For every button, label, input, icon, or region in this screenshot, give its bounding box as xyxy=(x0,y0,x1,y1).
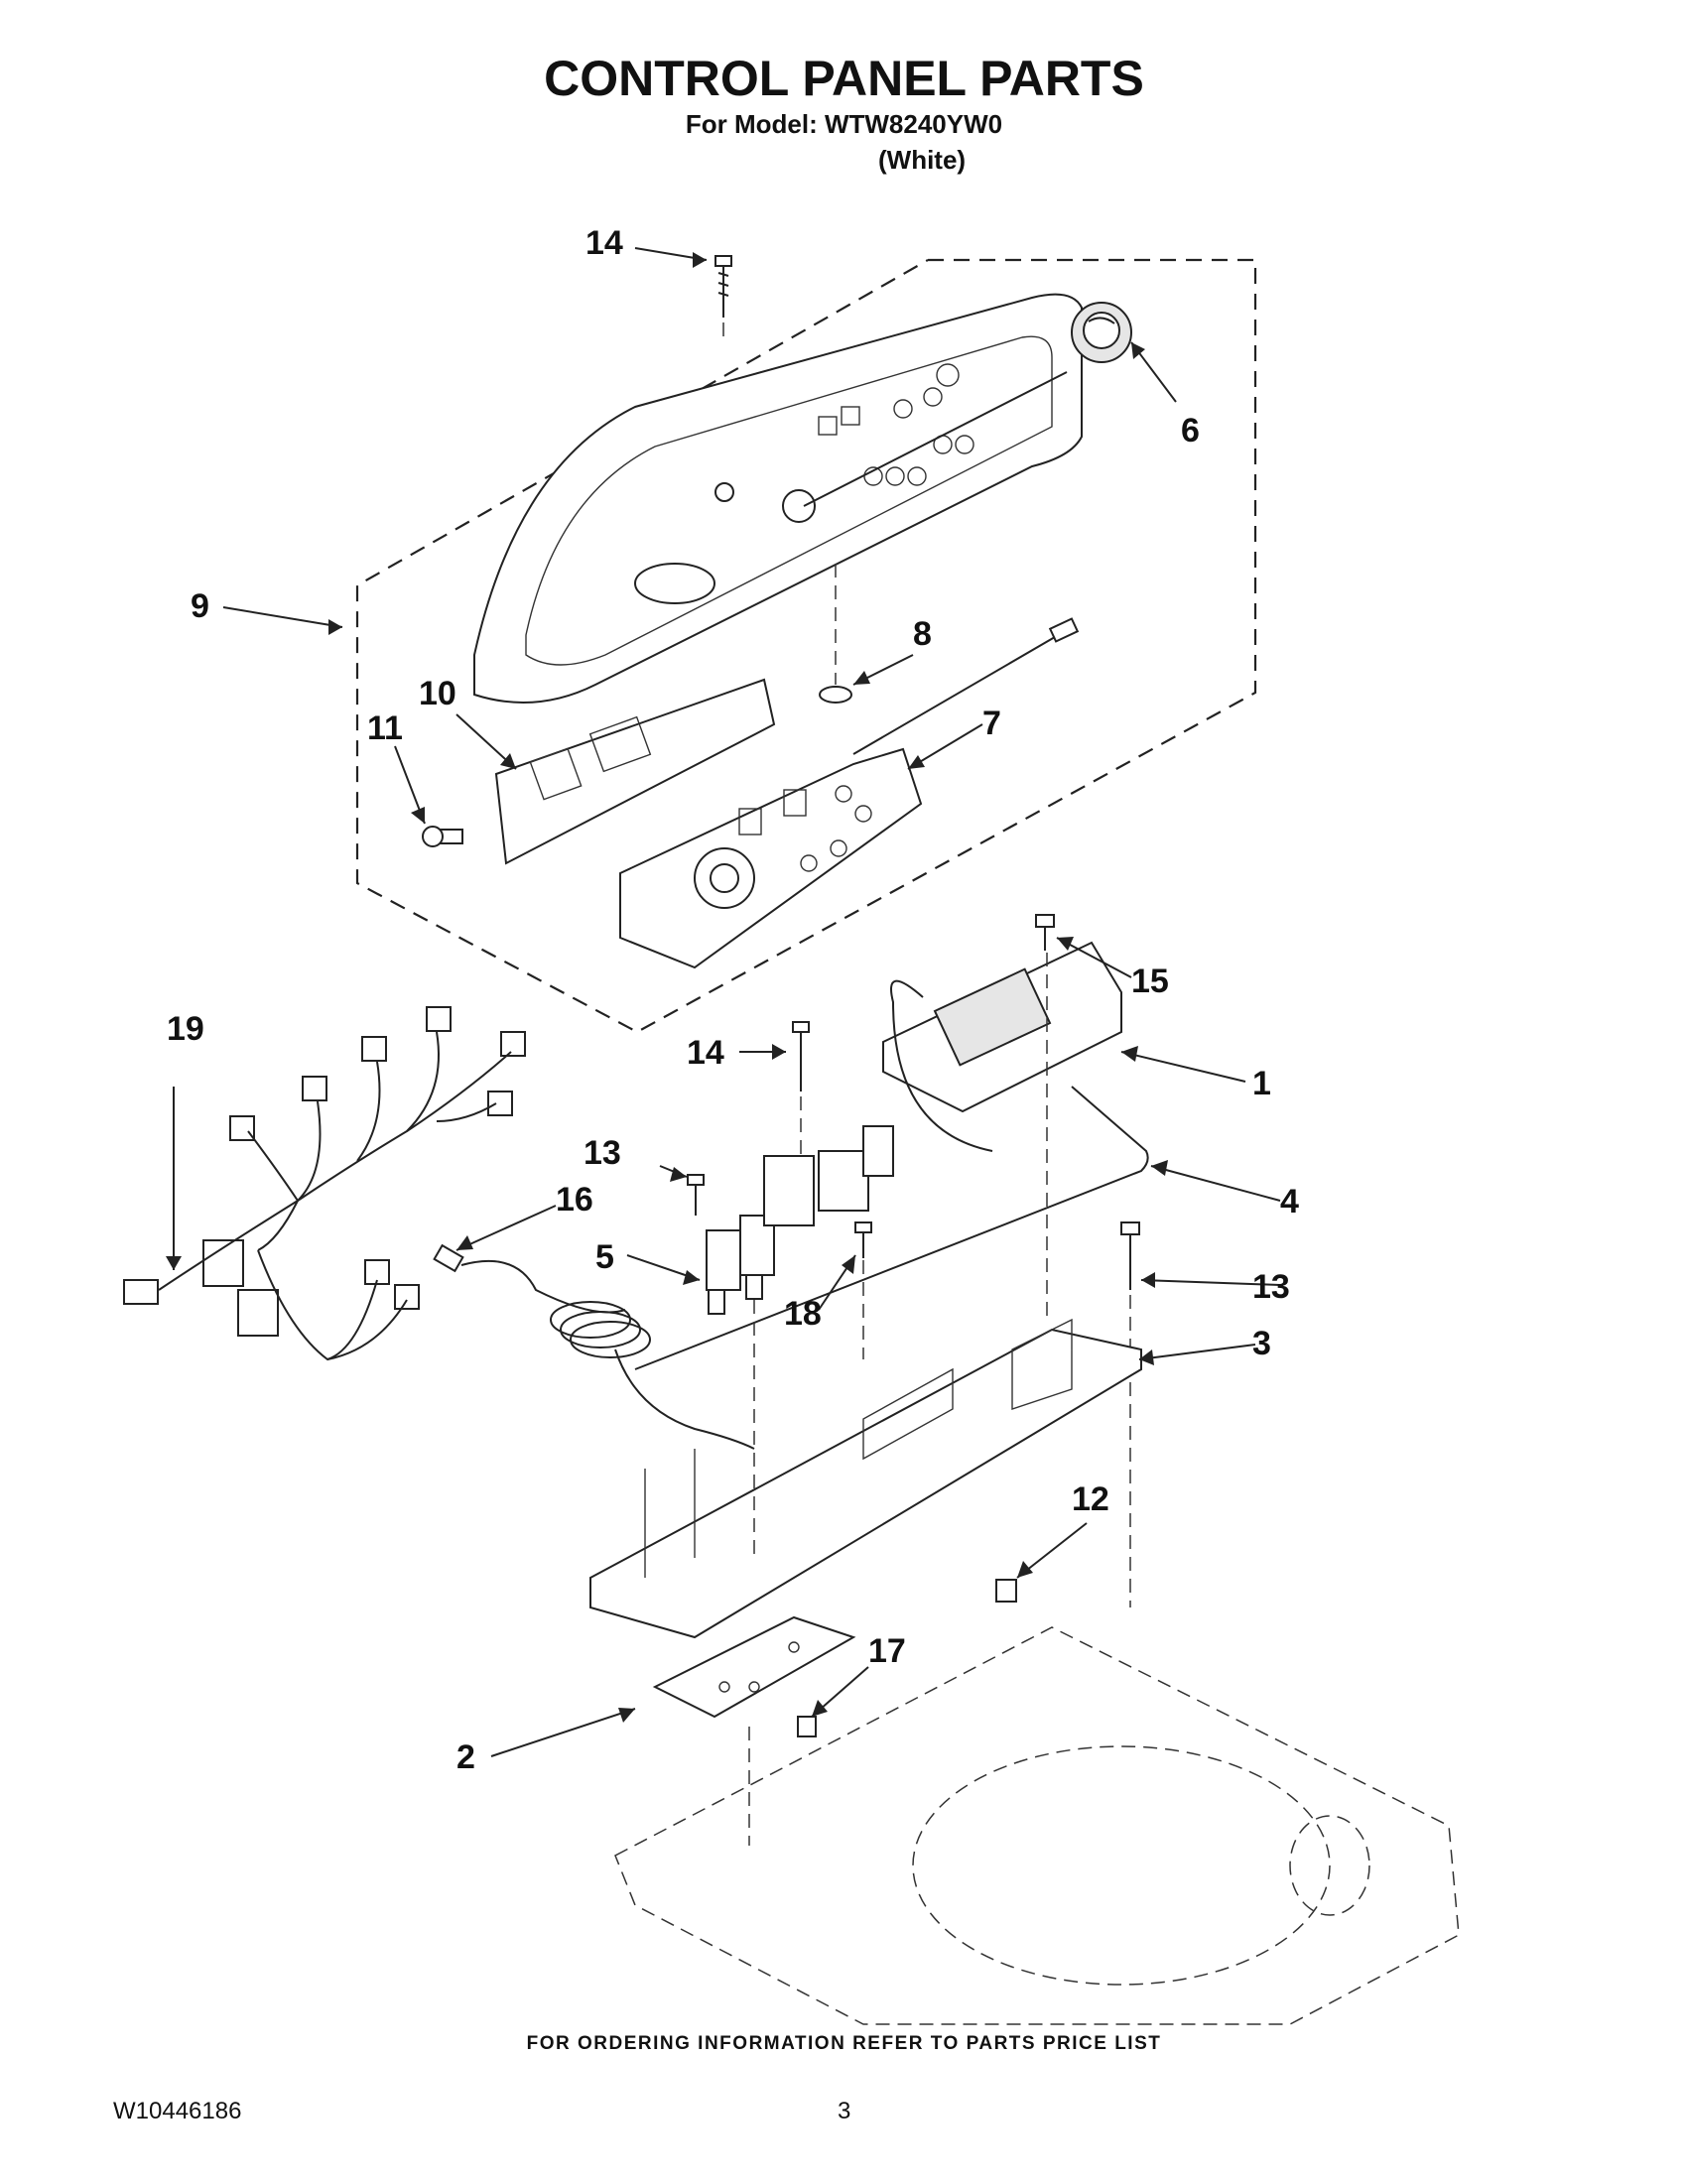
mounting-plate xyxy=(652,1615,856,1846)
callout-13-right: 13 xyxy=(1252,1268,1290,1306)
callout-10: 10 xyxy=(419,675,456,712)
pressure-hose xyxy=(433,1243,755,1450)
lens-disc xyxy=(819,564,852,704)
user-interface-board xyxy=(619,617,1080,969)
water-valve xyxy=(706,1125,894,1315)
page-number: 3 xyxy=(838,2098,851,2124)
bracket-housing xyxy=(494,678,776,865)
ground-screw xyxy=(854,1221,872,1359)
bracket-screw xyxy=(422,826,463,847)
clip-12 xyxy=(995,1579,1017,1603)
callout-18: 18 xyxy=(784,1295,822,1333)
callout-13-left: 13 xyxy=(584,1134,621,1172)
leader-lines xyxy=(166,247,1281,1757)
callout-17: 17 xyxy=(868,1632,906,1670)
callout-9: 9 xyxy=(191,587,209,625)
pressure-tube xyxy=(634,1086,1149,1370)
callout-19: 19 xyxy=(167,1010,204,1048)
callout-16: 16 xyxy=(556,1181,593,1219)
callout-14-mid: 14 xyxy=(687,1034,724,1072)
document-code: W10446186 xyxy=(113,2098,242,2124)
callout-2: 2 xyxy=(456,1738,475,1776)
callout-4: 4 xyxy=(1280,1183,1299,1220)
callout-6: 6 xyxy=(1181,412,1200,450)
clip-17 xyxy=(797,1716,817,1737)
callout-15: 15 xyxy=(1131,963,1169,1000)
page-title: CONTROL PANEL PARTS xyxy=(544,51,1144,106)
console-base xyxy=(589,1300,1142,1639)
long-screw xyxy=(1120,1221,1140,1607)
main-control-board xyxy=(882,941,1122,1152)
knob xyxy=(1071,302,1132,363)
callout-12: 12 xyxy=(1072,1480,1109,1518)
washer-top-reference xyxy=(614,1626,1460,2025)
callout-5: 5 xyxy=(595,1238,614,1276)
screw-top xyxy=(714,255,732,342)
board-screw xyxy=(1035,914,1055,1320)
console-panel xyxy=(473,293,1083,704)
callout-11: 11 xyxy=(367,709,403,747)
wire-harness xyxy=(123,1006,526,1361)
callout-8: 8 xyxy=(913,615,932,653)
model-line: For Model: WTW8240YW0 xyxy=(685,109,1003,139)
ordering-note: FOR ORDERING INFORMATION REFER TO PARTS … xyxy=(526,2033,1162,2054)
callout-3: 3 xyxy=(1252,1325,1271,1362)
callout-1: 1 xyxy=(1252,1065,1271,1102)
valve-screw xyxy=(687,1174,705,1216)
callout-7: 7 xyxy=(982,705,1001,742)
callout-14-top: 14 xyxy=(585,224,623,262)
color-line: (White) xyxy=(878,145,967,175)
callout-numbers: 14 6 9 8 7 10 11 15 1 19 14 13 16 4 5 13… xyxy=(167,224,1299,1776)
